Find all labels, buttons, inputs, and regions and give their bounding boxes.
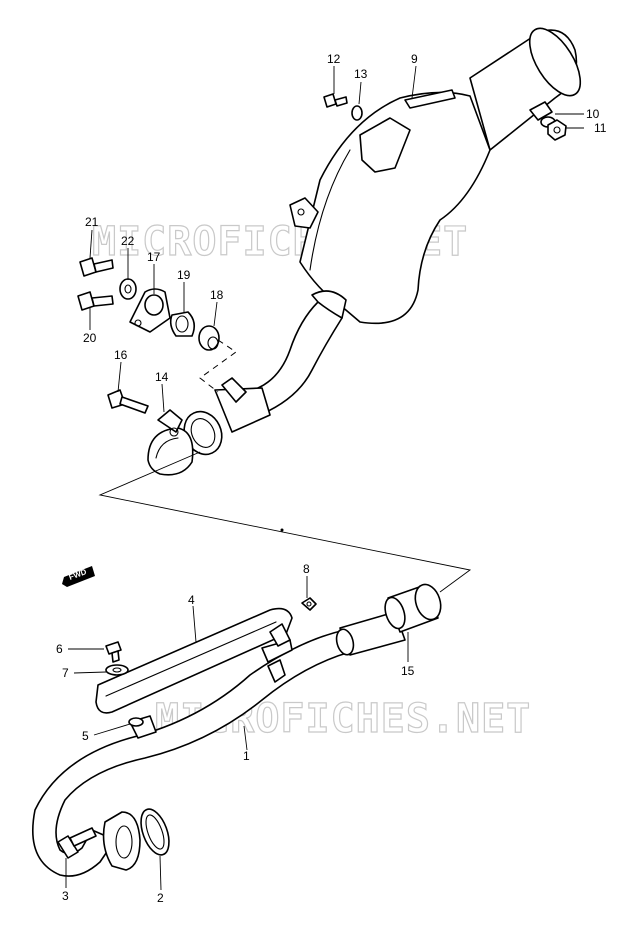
muffler-inlet-pipe[interactable] [177,290,347,461]
bolt-20[interactable] [77,291,114,311]
bolt-6[interactable] [105,641,122,663]
exhaust-pipe[interactable] [32,611,406,877]
heat-shield[interactable] [95,607,293,714]
washer-22[interactable] [119,278,137,300]
washer-5[interactable] [128,717,144,727]
gasket-15[interactable] [381,581,444,633]
fwd-arrow-icon: FWD [62,566,95,587]
callout-13: 13 [354,67,368,81]
connection-dot [280,528,284,532]
grommet-19[interactable] [169,311,196,337]
bolt-12[interactable] [323,93,348,108]
callout-6: 6 [56,642,63,656]
callout-labels: 12 13 9 10 11 21 22 17 19 18 20 16 14 8 … [56,52,607,905]
callout-18: 18 [210,288,224,302]
callout-10: 10 [586,107,600,121]
callout-22: 22 [121,234,135,248]
gasket-2[interactable] [136,805,175,858]
callout-7: 7 [62,666,69,680]
bracket-17[interactable] [129,288,171,333]
callout-11: 11 [594,121,607,135]
callout-1: 1 [243,749,250,763]
callout-21: 21 [85,215,99,229]
callout-4: 4 [188,593,195,607]
callout-8: 8 [303,562,310,576]
muffler[interactable] [289,20,590,325]
bolt-16[interactable] [107,389,149,414]
assembly-connection-line [98,451,472,593]
washer-7[interactable] [105,664,129,676]
callout-3: 3 [62,889,69,903]
callout-5: 5 [82,729,89,743]
callout-9: 9 [411,52,418,66]
callout-19: 19 [177,268,191,282]
callout-2: 2 [157,891,164,905]
callout-12: 12 [327,52,341,66]
nut-11[interactable] [547,119,567,141]
collar-18[interactable] [198,325,220,351]
washer-13[interactable] [351,105,363,121]
flange-bolt-3[interactable] [57,827,97,859]
callout-15: 15 [401,664,415,678]
screw-8[interactable] [301,597,317,611]
callout-20: 20 [83,331,97,345]
clamp-14[interactable] [147,409,194,476]
callout-14: 14 [155,370,169,384]
exhaust-flange[interactable] [102,811,141,871]
callout-16: 16 [114,348,128,362]
bolt-21[interactable] [79,257,114,277]
callout-17: 17 [147,250,161,264]
leader-lines [65,65,584,891]
hidden-connection-line [199,339,237,393]
